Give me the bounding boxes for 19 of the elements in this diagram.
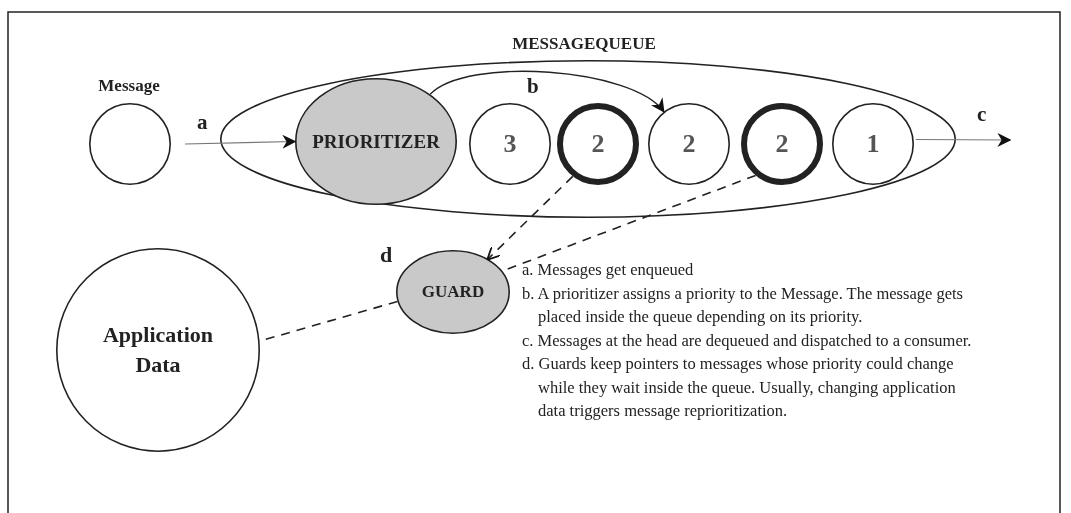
process-ellipse: GUARD — [396, 250, 510, 334]
arrow — [915, 132, 1012, 147]
note-text: c. Messages at the head are dequeued and dispatched to a consumer. — [522, 329, 973, 352]
dashed-arrow — [486, 175, 574, 261]
note-text: b. A prioritizer assigns a priority to the Message. The message gets placed inside the queue depending on its priority. — [522, 282, 964, 328]
message-circle: 1 — [832, 103, 914, 185]
message-circle: 2 — [741, 103, 823, 185]
note-text: d. Guards keep pointers to messages whose priority could change while they wait inside the queue. Usually, changing application data triggers message reprioritization. — [522, 353, 957, 422]
process-ellipse: PRIORITIZER — [295, 78, 457, 205]
message-circle: 2 — [648, 103, 730, 185]
arrow — [429, 70, 665, 113]
note-text: a. Messages get enqueued — [522, 259, 695, 281]
message-circle: 3 — [469, 103, 551, 185]
node-annotation: d — [380, 244, 393, 266]
message-circle: 2 — [557, 103, 639, 185]
data-circle: Application Data — [56, 248, 260, 452]
queue-title: MESSAGEQUEUE — [511, 34, 657, 54]
node-label: Message — [97, 76, 161, 96]
arrow — [184, 134, 297, 149]
